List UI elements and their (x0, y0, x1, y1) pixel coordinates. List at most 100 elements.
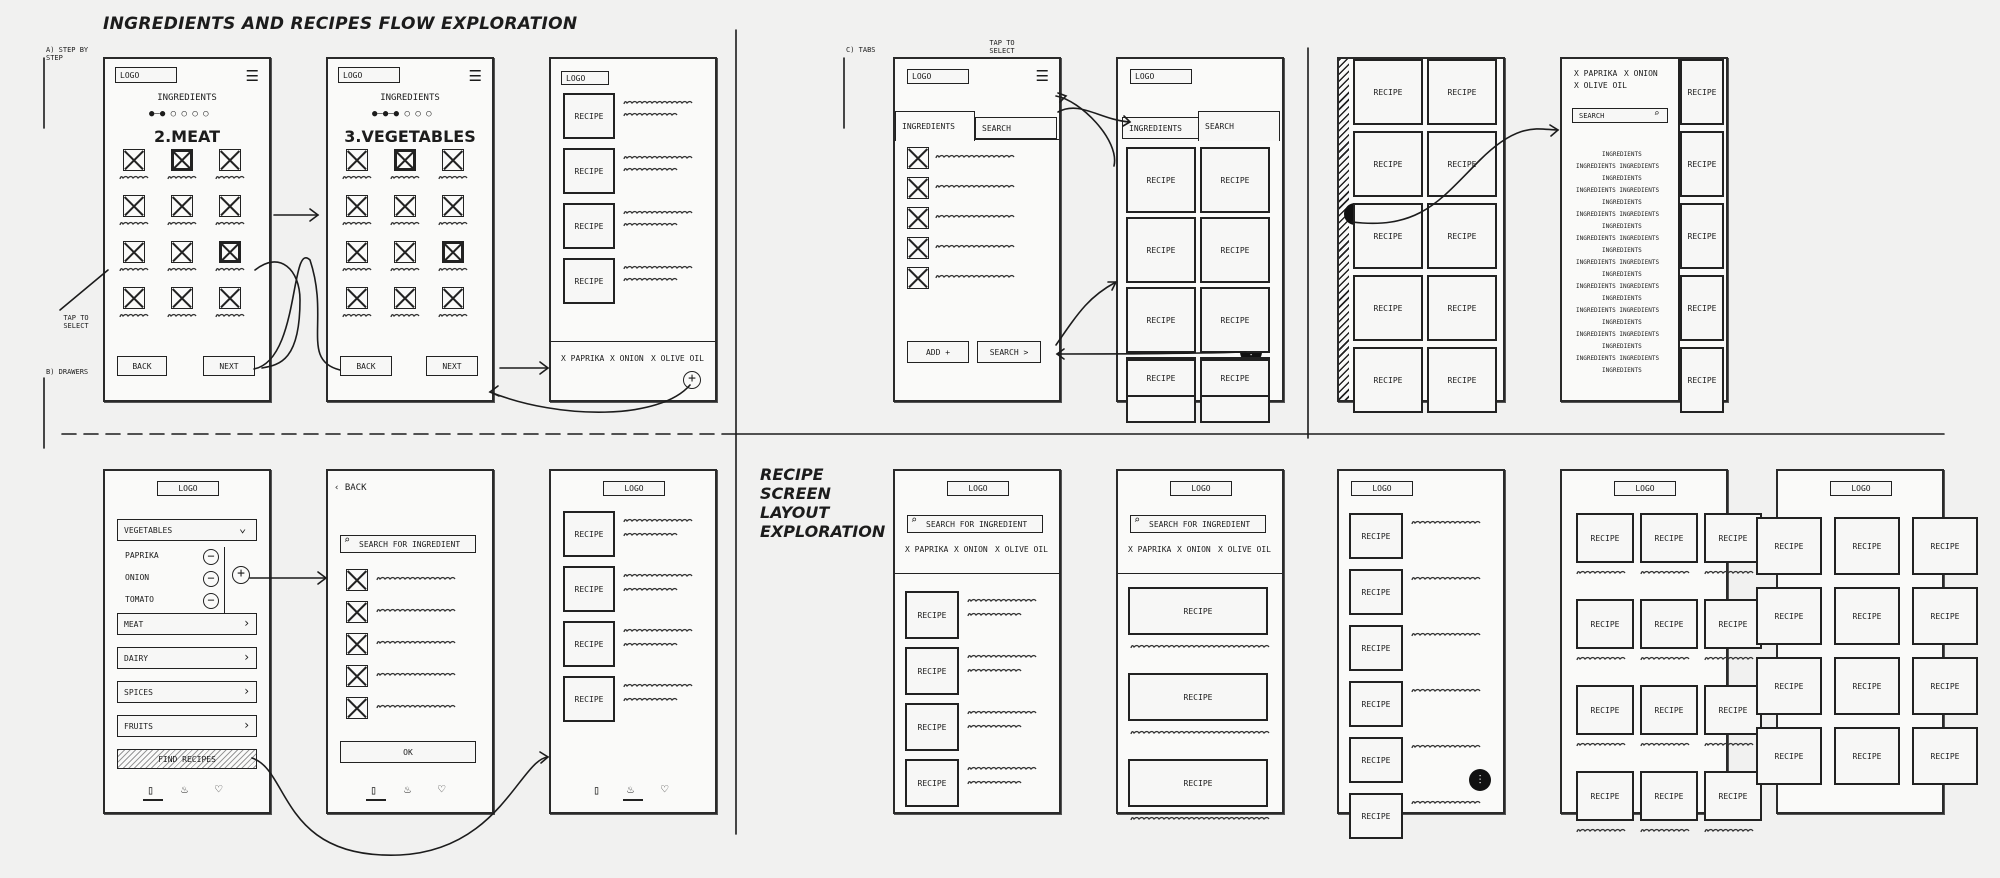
recipe-card[interactable]: RECIPE (1680, 203, 1724, 269)
recipe-card[interactable]: RECIPE (1834, 587, 1900, 645)
ingredient-image-placeholder[interactable] (907, 177, 929, 199)
ingredient-tag[interactable]: INGREDIENTS (1602, 271, 1642, 278)
ingredient-image-placeholder[interactable] (346, 665, 368, 687)
menu-icon[interactable]: ☰ (245, 67, 259, 85)
recipe-card[interactable]: RECIPE (1756, 517, 1822, 575)
selected-chip[interactable]: X OLIVE OIL (1574, 81, 1627, 90)
recipe-card[interactable]: RECIPE (1756, 587, 1822, 645)
recipe-card[interactable]: RECIPE (563, 148, 615, 194)
ingredient-tag[interactable]: INGREDIENTS INGREDIENTS (1576, 283, 1660, 290)
ingredient-tag[interactable]: INGREDIENTS INGREDIENTS (1576, 355, 1660, 362)
recipe-card[interactable]: RECIPE (1353, 347, 1423, 413)
cooking-pot-icon[interactable]: ♨ (404, 782, 412, 796)
recipe-card[interactable]: RECIPE (1834, 517, 1900, 575)
fridge-icon[interactable]: ▯ (593, 783, 601, 797)
ingredient-tag[interactable]: INGREDIENTS INGREDIENTS (1576, 187, 1660, 194)
menu-icon[interactable]: ☰ (1035, 67, 1049, 85)
remove-icon[interactable]: − (203, 571, 219, 587)
ingredient-tag[interactable]: INGREDIENTS (1602, 319, 1642, 326)
recipe-card[interactable]: RECIPE (1126, 147, 1196, 213)
recipe-card[interactable]: RECIPE (563, 93, 615, 139)
recipe-card[interactable]: RECIPE (1704, 771, 1762, 821)
recipe-card[interactable]: RECIPE (1756, 657, 1822, 715)
recipe-card[interactable]: RECIPE (563, 676, 615, 722)
cooking-pot-icon[interactable]: ♨ (627, 782, 635, 796)
recipe-card[interactable]: RECIPE (1349, 737, 1403, 783)
recipe-card[interactable]: RECIPE (1126, 217, 1196, 283)
ingredient-image-placeholder[interactable] (123, 195, 145, 217)
add-icon[interactable]: + (232, 566, 250, 584)
ingredient-image-placeholder[interactable] (907, 237, 929, 259)
recipe-card[interactable]: RECIPE (563, 203, 615, 249)
ingredient-image-placeholder[interactable] (442, 195, 464, 217)
recipe-card[interactable]: RECIPE (1640, 685, 1698, 735)
recipe-card[interactable]: RECIPE (1756, 727, 1822, 785)
recipe-card[interactable]: RECIPE (1128, 587, 1268, 635)
ingredient-image-placeholder[interactable] (171, 287, 193, 309)
tab-search[interactable]: SEARCH (975, 117, 1057, 139)
recipe-card[interactable]: RECIPE (1126, 359, 1196, 397)
cooking-pot-icon[interactable]: ♨ (181, 782, 189, 796)
recipe-card[interactable]: RECIPE (1640, 513, 1698, 563)
ingredient-image-placeholder[interactable] (394, 241, 416, 263)
recipe-card[interactable]: RECIPE (905, 647, 959, 695)
vegetables-dropdown[interactable]: VEGETABLES (117, 519, 257, 541)
recipe-card[interactable]: RECIPE (1576, 685, 1634, 735)
next-button[interactable]: NEXT (426, 356, 478, 376)
recipe-card[interactable]: RECIPE (1680, 59, 1724, 125)
ingredient-image-placeholder[interactable] (123, 149, 145, 171)
category-dairy[interactable]: DAIRY (117, 647, 257, 669)
tab-ingredients[interactable]: INGREDIENTS (1122, 117, 1200, 139)
ingredient-image-placeholder[interactable] (171, 195, 193, 217)
category-meat[interactable]: MEAT (117, 613, 257, 635)
ingredient-image-placeholder[interactable] (442, 287, 464, 309)
selected-chip[interactable]: X ONION (1177, 545, 1211, 554)
ingredient-image-placeholder[interactable] (219, 287, 241, 309)
ingredient-image-placeholder[interactable] (394, 149, 416, 171)
recipe-card[interactable]: RECIPE (1353, 131, 1423, 197)
category-spices[interactable]: SPICES (117, 681, 257, 703)
recipe-card[interactable]: RECIPE (563, 258, 615, 304)
ingredient-image-placeholder[interactable] (346, 149, 368, 171)
fridge-icon[interactable]: ▯ (147, 783, 155, 797)
recipe-card[interactable]: RECIPE (1349, 625, 1403, 671)
ingredient-tag[interactable]: INGREDIENTS (1602, 343, 1642, 350)
recipe-card[interactable]: RECIPE (1912, 727, 1978, 785)
ingredient-image-placeholder[interactable] (442, 241, 464, 263)
ingredient-tag[interactable]: INGREDIENTS (1602, 175, 1642, 182)
recipe-card[interactable]: RECIPE (1200, 359, 1270, 397)
ingredient-image-placeholder[interactable] (346, 195, 368, 217)
ingredient-image-placeholder[interactable] (346, 601, 368, 623)
ingredient-image-placeholder[interactable] (123, 287, 145, 309)
recipe-card[interactable]: RECIPE (1427, 131, 1497, 197)
selected-chip[interactable]: X PAPRIKA (905, 545, 949, 554)
recipe-card[interactable]: RECIPE (563, 511, 615, 557)
search-input[interactable]: SEARCH FOR INGREDIENT (340, 535, 476, 553)
recipe-card[interactable]: RECIPE (1349, 681, 1403, 727)
recipe-card[interactable]: RECIPE (1704, 513, 1762, 563)
recipe-card[interactable]: RECIPE (1704, 599, 1762, 649)
recipe-card[interactable]: RECIPE (905, 703, 959, 751)
recipe-card[interactable]: RECIPE (1912, 517, 1978, 575)
selected-chip[interactable]: X OLIVE OIL (995, 545, 1048, 554)
recipe-card[interactable]: RECIPE (1349, 513, 1403, 559)
recipe-card[interactable]: RECIPE (1427, 203, 1497, 269)
remove-icon[interactable]: − (203, 593, 219, 609)
search-button[interactable]: SEARCH > (977, 341, 1041, 363)
category-fruits[interactable]: FRUITS (117, 715, 257, 737)
fridge-icon[interactable]: ▯ (370, 783, 378, 797)
ingredient-tag[interactable]: INGREDIENTS (1602, 247, 1642, 254)
recipe-card[interactable]: RECIPE (1349, 569, 1403, 615)
recipe-card[interactable]: RECIPE (1128, 759, 1268, 807)
recipe-card[interactable]: RECIPE (1353, 59, 1423, 125)
filter-fab-icon[interactable]: ⫶ (1469, 769, 1491, 791)
recipe-card[interactable]: RECIPE (1353, 275, 1423, 341)
recipe-card[interactable]: RECIPE (1200, 147, 1270, 213)
recipe-card[interactable]: RECIPE (1427, 59, 1497, 125)
recipe-card[interactable]: RECIPE (1349, 793, 1403, 839)
recipe-card[interactable]: RECIPE (1200, 287, 1270, 353)
ingredient-tag[interactable]: INGREDIENTS INGREDIENTS (1576, 235, 1660, 242)
ingredient-image-placeholder[interactable] (346, 287, 368, 309)
selected-chip[interactable]: X PAPRIKA (1128, 545, 1172, 554)
tab-search[interactable]: SEARCH (1198, 111, 1280, 141)
